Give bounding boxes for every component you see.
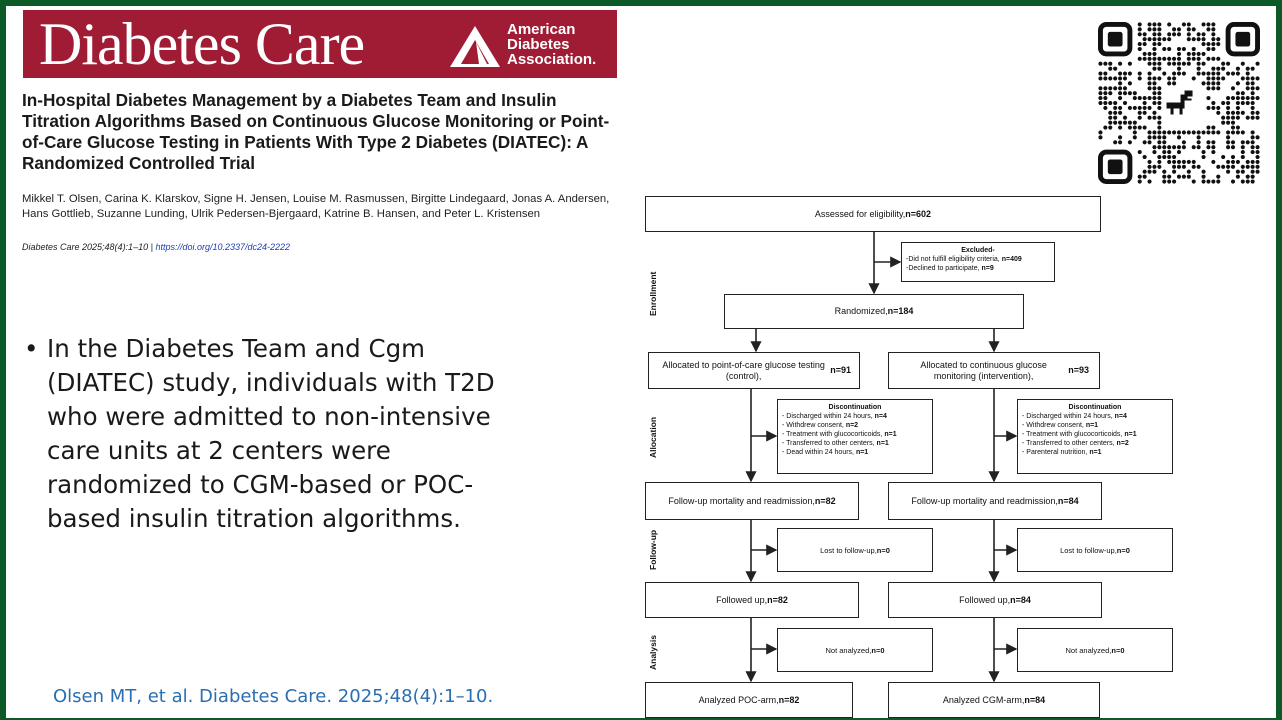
phase-analysis: Analysis [648, 635, 658, 670]
qr-code [1098, 22, 1260, 184]
box-allocated-cgm: Allocated to continuous glucose monitori… [888, 352, 1100, 389]
box-followed-poc: Followed up, n=82 [645, 582, 859, 618]
box-allocated-poc: Allocated to point-of-care glucose testi… [648, 352, 860, 389]
publisher-name: American Diabetes Association. [507, 21, 597, 68]
doi-link[interactable]: https://doi.org/10.2337/dc24-2222 [155, 242, 291, 252]
paper-authors: Mikkel T. Olsen, Carina K. Klarskov, Sig… [22, 193, 610, 220]
journal-banner: Diabetes Care® American Diabetes Associa… [23, 10, 617, 95]
box-followup-cgm: Follow-up mortality and readmission, n=8… [888, 482, 1102, 520]
ada-logo-icon [450, 26, 500, 67]
consort-flow-diagram: Enrollment Allocation Follow-up Analysis… [638, 186, 1173, 718]
journal-name: Diabetes Care® [39, 11, 371, 95]
box-randomized: Randomized, n=184 [724, 294, 1024, 329]
box-analyzed-cgm: Analyzed CGM-arm, n=84 [888, 682, 1100, 718]
box-assessed: Assessed for eligibility, n=602 [645, 196, 1101, 232]
phase-allocation: Allocation [648, 416, 658, 458]
phase-enrollment: Enrollment [648, 271, 658, 316]
phase-follow-up: Follow-up [648, 529, 658, 570]
paper-title: In-Hospital Diabetes Management by a Dia… [22, 90, 610, 173]
dinosaur-icon [1166, 90, 1193, 115]
slide: Diabetes Care® American Diabetes Associa… [6, 6, 1276, 718]
box-followup-poc: Follow-up mortality and readmission, n=8… [645, 482, 859, 520]
box-lost-cgm: Lost to follow-up, n=0 [1017, 528, 1173, 572]
reference-citation: Olsen MT, et al. Diabetes Care. 2025;48(… [53, 686, 494, 707]
paper-citation: Diabetes Care 2025;48(4):1–10 | https://… [22, 242, 291, 252]
flow-connectors [745, 232, 1018, 683]
box-discontinuation-cgm: Discontinuation - Discharged within 24 h… [1017, 399, 1173, 474]
box-discontinuation-poc: Discontinuation - Discharged within 24 h… [777, 399, 933, 474]
box-followed-cgm: Followed up, n=84 [888, 582, 1102, 618]
box-lost-poc: Lost to follow-up, n=0 [777, 528, 933, 572]
bullet-symbol: • [24, 334, 39, 363]
box-excluded: Excluded- -Did not fulfill eligibility c… [901, 242, 1055, 282]
box-analyzed-poc: Analyzed POC-arm, n=82 [645, 682, 853, 718]
box-not-analyzed-poc: Not analyzed, n=0 [777, 628, 933, 672]
box-not-analyzed-cgm: Not analyzed, n=0 [1017, 628, 1173, 672]
bullet-text: In the Diabetes Team and Cgm (DIATEC) st… [47, 334, 495, 533]
